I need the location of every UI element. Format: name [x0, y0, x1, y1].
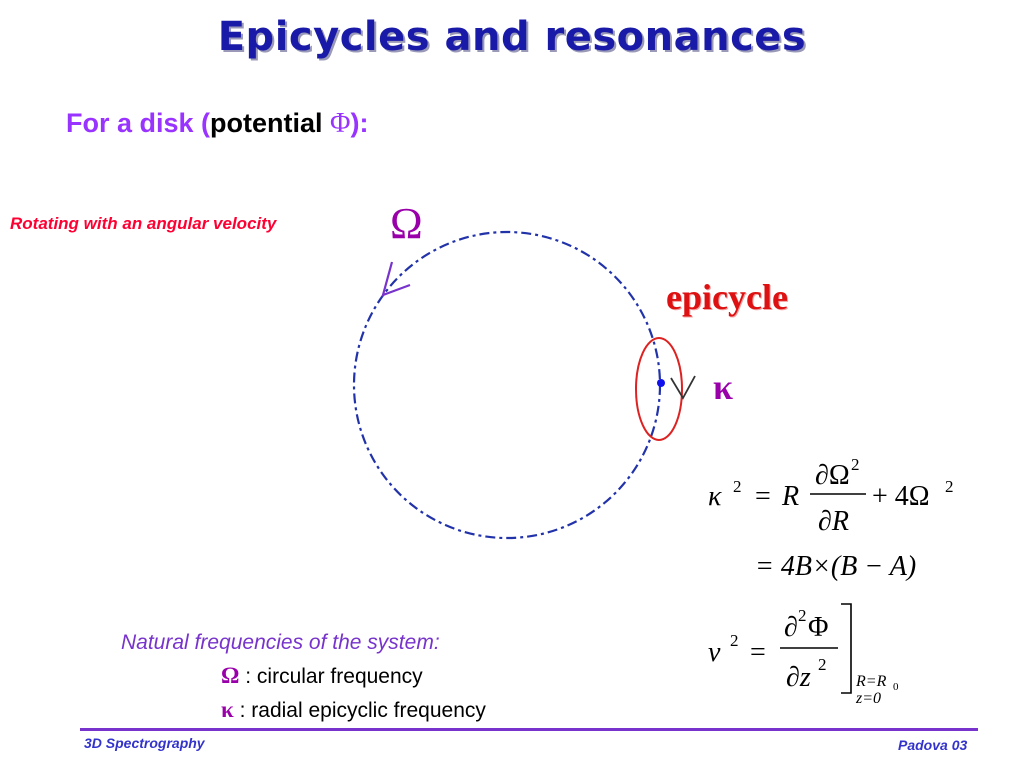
- eq3-equals: =: [750, 637, 766, 668]
- eq3-cond-z: z=0: [855, 690, 881, 707]
- omega-symbol: Ω: [390, 199, 423, 248]
- footer-divider: [80, 728, 978, 731]
- eq3-den-exp: 2: [818, 655, 827, 674]
- eq3-nu: ν: [708, 637, 721, 668]
- eq1-num-exp: 2: [851, 455, 860, 474]
- slide-title: Epicycles and resonances: [217, 14, 807, 60]
- natural-frequencies-heading: Natural frequencies of the system:: [121, 631, 440, 654]
- frequency-item: κ : radial epicyclic frequency: [221, 697, 486, 723]
- subtitle-prefix: For a disk (: [66, 108, 211, 138]
- frequency-text: : circular frequency: [239, 665, 423, 688]
- eq3-exp: 2: [730, 631, 739, 650]
- subtitle-potential: potential: [210, 108, 331, 138]
- eq3-cond-sub: 0: [893, 681, 899, 693]
- frequency-symbol: Ω: [221, 663, 240, 688]
- eq1-R: R: [781, 481, 799, 512]
- eq1-plus: + 4Ω: [872, 481, 930, 512]
- eq3-num-exp: 2: [798, 606, 807, 625]
- rotation-arrow-icon: [381, 261, 411, 297]
- eq1-equals: =: [755, 481, 771, 512]
- kappa-symbol: κ: [713, 367, 733, 407]
- eq1-exp: 2: [733, 477, 742, 496]
- eq3-eval-bracket: [841, 603, 852, 694]
- eq1-den: ∂R: [818, 506, 849, 537]
- eq3-cond-R: R=R: [855, 673, 887, 690]
- subtitle-suffix: ):: [350, 108, 369, 138]
- frequency-item: Ω : circular frequency: [221, 663, 423, 689]
- epicycle-label: epicycle: [666, 277, 788, 317]
- eq1-kappa: κ: [708, 481, 722, 512]
- rotation-label: Rotating with an angular velocity: [10, 214, 277, 233]
- eq3-den: ∂z: [786, 662, 811, 693]
- frequency-symbol: κ: [221, 697, 234, 722]
- footer-left: 3D Spectrography: [84, 735, 205, 751]
- subtitle: For a disk (potential Φ):: [66, 108, 368, 140]
- eq2: = 4B×(B − A): [755, 551, 916, 582]
- orbit-point: [657, 379, 665, 387]
- phi-symbol: Φ: [330, 108, 351, 139]
- epicycle-ellipse: [635, 337, 683, 441]
- eq1-plus-exp: 2: [945, 477, 954, 496]
- eq3-num-partial: ∂: [784, 612, 798, 643]
- eq3-num-phi: Φ: [808, 612, 828, 643]
- footer-right: Padova 03: [898, 737, 968, 753]
- epicycle-arrow-icon: [670, 375, 696, 400]
- eq1-num: ∂Ω: [815, 460, 850, 491]
- frequency-text: : radial epicyclic frequency: [233, 699, 486, 722]
